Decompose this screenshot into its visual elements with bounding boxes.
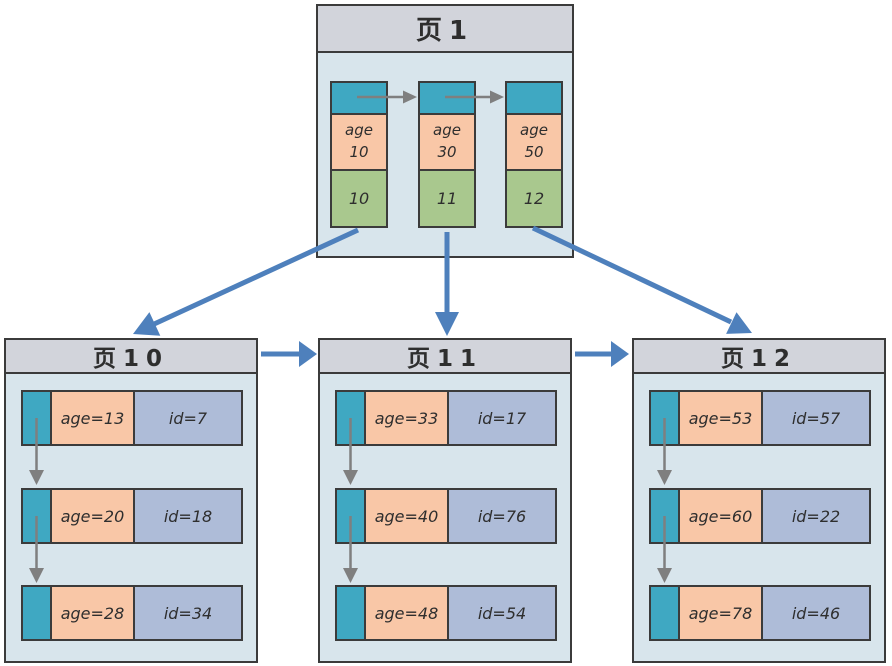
entry-key-cell: age 10 (332, 115, 386, 171)
record-row: age=60 id=22 (649, 488, 871, 544)
leaf-page-10-node: 页10 age=13 id=7 age=20 id=18 age=28 id=3… (4, 338, 258, 663)
leaf-page-11-node: 页11 age=33 id=17 age=40 id=76 age=48 id=… (318, 338, 572, 663)
page-title: 页11 (320, 340, 570, 374)
record-age-cell: age=40 (366, 490, 449, 542)
root-entry-2: age 30 11 (418, 81, 476, 228)
entry-key-value: 50 (524, 143, 544, 161)
record-id-cell: id=57 (763, 392, 869, 444)
record-age-cell: age=78 (680, 587, 763, 639)
page-title: 页12 (634, 340, 884, 374)
record-pointer-cell (337, 587, 366, 639)
record-id-cell: id=76 (449, 490, 555, 542)
record-age-cell: age=33 (366, 392, 449, 444)
entry-key-label: age (520, 121, 548, 140)
record-row: age=33 id=17 (335, 390, 557, 446)
entry-key-label: age (433, 121, 461, 140)
entry-key-value: 10 (349, 143, 369, 161)
record-age-cell: age=28 (52, 587, 135, 639)
root-entry-1: age 10 10 (330, 81, 388, 228)
record-id-cell: id=22 (763, 490, 869, 542)
record-pointer-cell (23, 490, 52, 542)
root-page-title: 页1 (318, 6, 572, 53)
entry-key-cell: age 50 (507, 115, 561, 171)
record-pointer-cell (651, 490, 680, 542)
entry-pointer-cell (420, 83, 474, 115)
entry-key-value: 30 (437, 143, 457, 161)
record-id-cell: id=7 (135, 392, 241, 444)
record-row: age=20 id=18 (21, 488, 243, 544)
record-age-cell: age=53 (680, 392, 763, 444)
leaf-page-12-node: 页12 age=53 id=57 age=60 id=22 age=78 id=… (632, 338, 886, 663)
record-row: age=48 id=54 (335, 585, 557, 641)
record-pointer-cell (23, 587, 52, 639)
record-row: age=13 id=7 (21, 390, 243, 446)
record-pointer-cell (651, 587, 680, 639)
entry-key-cell: age 30 (420, 115, 474, 171)
entry-pointer-cell (332, 83, 386, 115)
record-id-cell: id=34 (135, 587, 241, 639)
record-pointer-cell (337, 490, 366, 542)
record-age-cell: age=60 (680, 490, 763, 542)
entry-pointer-cell (507, 83, 561, 115)
record-age-cell: age=20 (52, 490, 135, 542)
record-row: age=78 id=46 (649, 585, 871, 641)
record-row: age=40 id=76 (335, 488, 557, 544)
record-pointer-cell (23, 392, 52, 444)
record-age-cell: age=48 (366, 587, 449, 639)
root-page-node: 页1 age 10 10 age 30 11 age 50 12 (316, 4, 574, 258)
entry-child-page-number: 12 (507, 171, 561, 226)
record-id-cell: id=46 (763, 587, 869, 639)
record-id-cell: id=17 (449, 392, 555, 444)
root-entry-3: age 50 12 (505, 81, 563, 228)
record-id-cell: id=54 (449, 587, 555, 639)
record-pointer-cell (337, 392, 366, 444)
entry-key-label: age (345, 121, 373, 140)
entry-child-page-number: 10 (332, 171, 386, 226)
page-title: 页10 (6, 340, 256, 374)
record-row: age=28 id=34 (21, 585, 243, 641)
record-age-cell: age=13 (52, 392, 135, 444)
record-row: age=53 id=57 (649, 390, 871, 446)
record-pointer-cell (651, 392, 680, 444)
entry-child-page-number: 11 (420, 171, 474, 226)
record-id-cell: id=18 (135, 490, 241, 542)
